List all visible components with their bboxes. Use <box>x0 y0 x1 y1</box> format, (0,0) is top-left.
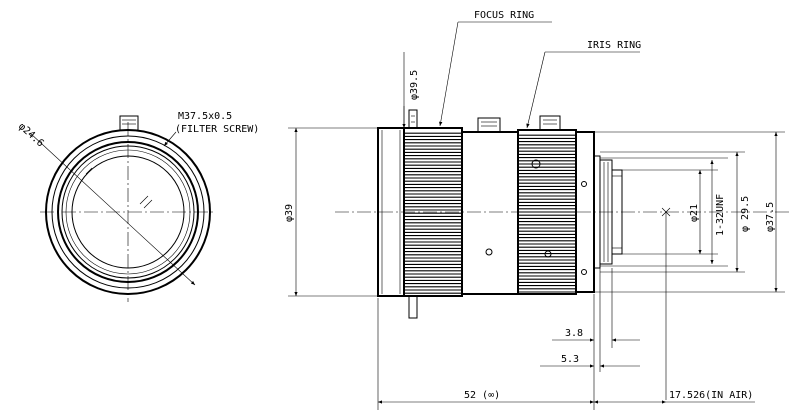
dim-3-8-label: 3.8 <box>565 328 583 339</box>
side-view: φ21 1-32UNF φ 29.5 φ37.5 φ39 φ39.5 FOCUS… <box>284 10 790 410</box>
middle-screw-knob <box>477 117 501 133</box>
filter-thread-label: M37.5x0.5 <box>178 111 232 122</box>
filter-screw-leader <box>163 131 177 147</box>
focus-ring-pattern <box>405 132 461 294</box>
dia-29-5-label: φ 29.5 <box>740 196 751 232</box>
focus-lock-screw <box>408 109 418 129</box>
iris-ring-label: IRIS RING <box>587 40 641 51</box>
front-screw-knob <box>119 115 139 131</box>
mount-thread-label: 1-32UNF <box>715 194 726 236</box>
front-dia-label: φ24.6 <box>16 121 46 149</box>
iris-lock-screw <box>539 115 561 131</box>
dia-21-label: φ21 <box>689 204 700 222</box>
iris-ring-leader <box>526 51 546 129</box>
front-dia-dimension-line <box>29 132 196 286</box>
dia-39-label: φ39 <box>284 204 295 222</box>
focus-ring-leader <box>439 21 459 127</box>
flange-distance-label: 17.526(IN AIR) <box>669 390 753 401</box>
filter-screw-label: (FILTER SCREW) <box>175 124 259 135</box>
dim-52-label: 52 (∞) <box>464 390 500 401</box>
iris-ring-pattern <box>519 134 575 293</box>
dia-37-5-label: φ37.5 <box>765 202 776 232</box>
front-view: M37.5x0.5 (FILTER SCREW) φ24.6 <box>16 111 259 302</box>
dia-39-5-label: φ39.5 <box>409 70 420 100</box>
middle-barrel <box>461 131 519 295</box>
dim-5-3-label: 5.3 <box>561 354 579 365</box>
focus-ring-label: FOCUS RING <box>474 10 534 21</box>
